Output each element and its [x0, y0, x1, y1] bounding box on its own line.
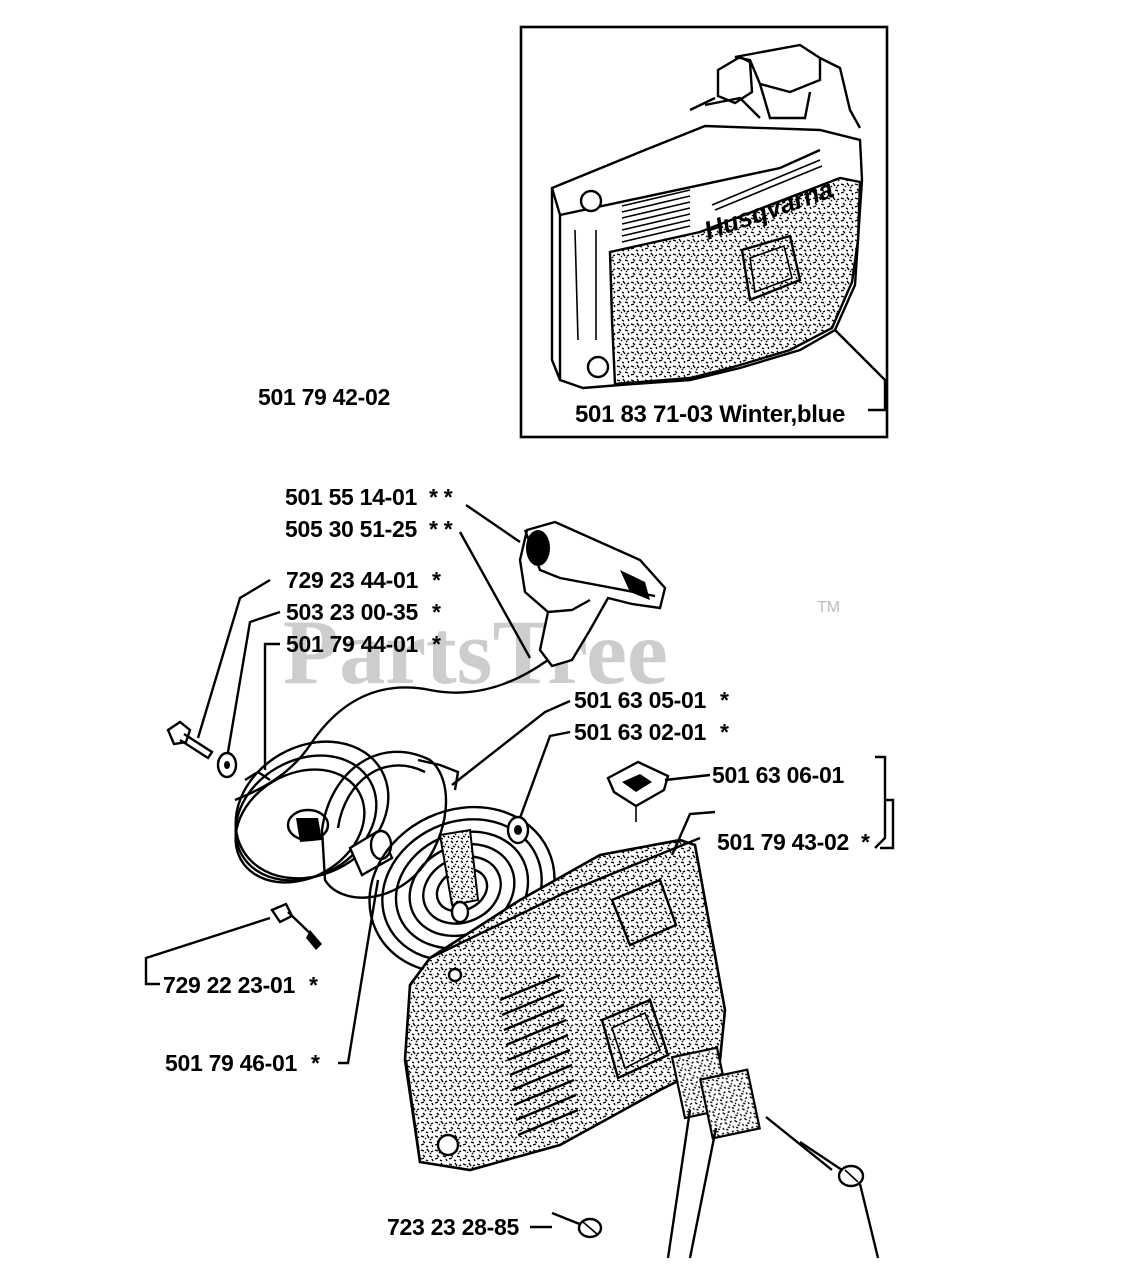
part-label-501630201: 501 63 02-01*	[574, 719, 729, 745]
decal-cap-shape	[606, 760, 670, 822]
housing-screw-bottom-shape	[551, 1211, 603, 1239]
spring-plate-shape	[320, 750, 460, 899]
pulley-shape	[234, 740, 390, 884]
bolt-shape	[166, 720, 214, 760]
part-label-501630601: 501 63 06-01	[712, 762, 844, 788]
recoil-spring-shape	[368, 805, 556, 975]
inset-winter-cover: Husqvarna 501 83 71-03 Winter,blue	[519, 25, 889, 439]
housing-screw-right-shape	[799, 1141, 865, 1188]
part-label-729234401: 729 23 44-01*	[286, 567, 441, 593]
part-label-501794601: 501 79 46-01*	[165, 1050, 320, 1076]
trademark-mark: TM	[817, 599, 840, 616]
part-label-505305125: 505 30 51-25* *	[285, 516, 453, 542]
watermark-text: PartsTree	[283, 601, 668, 703]
part-label-501794401: 501 79 44-01*	[286, 631, 441, 657]
part-label-503230035: 503 23 00-35*	[286, 599, 441, 625]
assembly-number: 501 79 42-02	[258, 384, 390, 410]
decals-shape	[670, 1046, 762, 1140]
part-labels: 501 55 14-01* * 505 30 51-25* * 729 23 4…	[163, 484, 870, 1240]
part-label-723232885: 723 23 28-85	[387, 1214, 519, 1240]
inset-label: 501 83 71-03 Winter,blue	[575, 401, 845, 428]
part-label-501794302: 501 79 43-02*	[717, 829, 870, 855]
starter-handle-shape	[518, 520, 667, 668]
part-label-501551401: 501 55 14-01* *	[285, 484, 453, 510]
watermark: PartsTree TM	[283, 599, 840, 703]
starter-assembly	[166, 520, 865, 1239]
leader-lines	[144, 504, 895, 1259]
part-label-501630501: 501 63 05-01*	[574, 687, 729, 713]
part-label-729222301: 729 22 23-01*	[163, 972, 318, 998]
